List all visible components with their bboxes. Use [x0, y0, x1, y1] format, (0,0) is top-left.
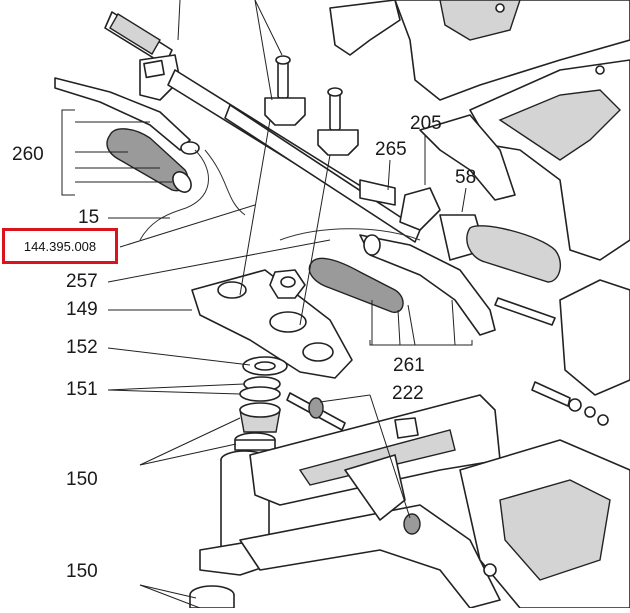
right-grip-assembly [279, 214, 562, 336]
callout-257: 257 [66, 271, 98, 292]
steering-bearings [234, 356, 288, 451]
callout-265: 265 [375, 139, 407, 160]
callout-151: 151 [66, 379, 98, 400]
callout-222: 222 [392, 383, 424, 404]
throttle-grip-260 [106, 128, 246, 241]
bar-clamps [264, 55, 359, 156]
reference-code-highlight: 144.395.008 [2, 228, 118, 264]
triple-clamp-149 [191, 269, 353, 379]
right-mechanism [459, 279, 630, 609]
callout-150-upper: 150 [66, 469, 98, 490]
frame-arm [239, 392, 501, 609]
callout-149: 149 [66, 299, 98, 320]
callout-260: 260 [12, 144, 44, 165]
callout-261: 261 [393, 355, 425, 376]
callout-15: 15 [78, 207, 100, 228]
fairing-panels [329, 0, 630, 261]
reference-code: 144.395.008 [23, 238, 97, 254]
callout-58: 58 [455, 167, 477, 188]
callout-205: 205 [410, 113, 442, 134]
leader-lines [61, 0, 473, 609]
callout-152: 152 [66, 337, 98, 358]
callout-150-lower: 150 [66, 561, 98, 582]
handlebar-tube [224, 104, 441, 243]
